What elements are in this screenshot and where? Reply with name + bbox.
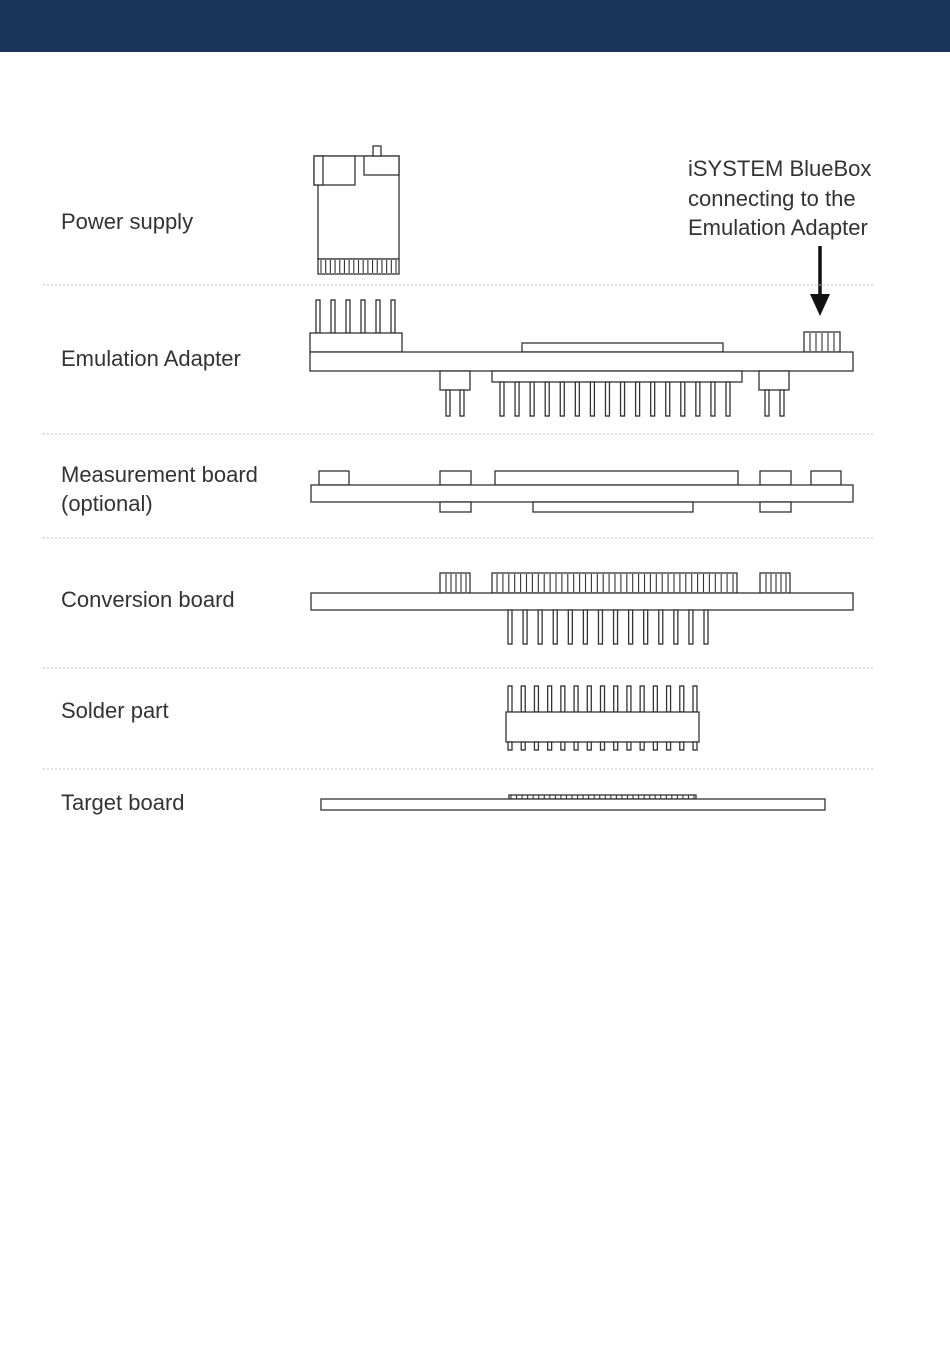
connector-pin xyxy=(548,742,552,750)
connector-pin xyxy=(644,610,648,644)
connector-pin xyxy=(508,610,512,644)
connector-pin xyxy=(583,610,587,644)
stack-diagram: Power supply Emulation Adapter Measureme… xyxy=(0,0,950,900)
connector-pin xyxy=(667,742,671,750)
label-conversion-board: Conversion board xyxy=(61,587,235,612)
connector-pin xyxy=(561,742,565,750)
connector-pin xyxy=(548,686,552,712)
connector-pin xyxy=(640,686,644,712)
connector-pin xyxy=(681,382,685,416)
annotation-line-3: Emulation Adapter xyxy=(688,215,868,240)
connector-pin xyxy=(521,742,525,750)
connector-pin xyxy=(765,390,769,416)
connector-pin xyxy=(523,610,527,644)
connector-pin xyxy=(627,686,631,712)
connector-pin xyxy=(621,382,625,416)
connector-pin xyxy=(460,390,464,416)
connector-pin xyxy=(446,390,450,416)
connector-pin xyxy=(780,390,784,416)
power-supply-drawing xyxy=(314,146,399,274)
connector-pin xyxy=(640,742,644,750)
target-board-drawing xyxy=(321,795,825,810)
connector-pin xyxy=(568,610,572,644)
connector-pin xyxy=(361,300,365,333)
connector-pin xyxy=(667,686,671,712)
connector-pin xyxy=(574,686,578,712)
connector-pin xyxy=(598,610,602,644)
connector-pin xyxy=(560,382,564,416)
connector-pin xyxy=(653,742,657,750)
connector-pin xyxy=(696,382,700,416)
connector-pin xyxy=(693,686,697,712)
connector-pin xyxy=(515,382,519,416)
connector-pin xyxy=(508,742,512,750)
connector-pin xyxy=(508,686,512,712)
label-target-board: Target board xyxy=(61,790,185,815)
connector-pin xyxy=(653,686,657,712)
connector-pin xyxy=(659,610,663,644)
connector-pin xyxy=(693,742,697,750)
connector-pin xyxy=(316,300,320,333)
arrow-down-icon xyxy=(810,246,830,316)
emulation-adapter-drawing xyxy=(310,300,853,416)
connector-pin xyxy=(629,610,633,644)
conversion-board-drawing xyxy=(311,573,853,644)
connector-pin xyxy=(680,686,684,712)
connector-pin xyxy=(534,742,538,750)
connector-pin xyxy=(614,686,618,712)
connector-pin xyxy=(534,686,538,712)
label-emulation-adapter: Emulation Adapter xyxy=(61,346,241,371)
connector-pin xyxy=(545,382,549,416)
connector-pin xyxy=(674,610,678,644)
annotation-line-2: connecting to the xyxy=(688,186,856,211)
connector-pin xyxy=(614,610,618,644)
measurement-board-drawing xyxy=(311,471,853,512)
connector-pin xyxy=(726,382,730,416)
connector-pin xyxy=(587,686,591,712)
label-power-supply: Power supply xyxy=(61,209,193,234)
connector-pin xyxy=(636,382,640,416)
connector-pin xyxy=(601,742,605,750)
connector-pin xyxy=(680,742,684,750)
connector-pin xyxy=(590,382,594,416)
connector-pin xyxy=(651,382,655,416)
connector-pin xyxy=(530,382,534,416)
annotation-line-1: iSYSTEM BlueBox xyxy=(688,156,871,181)
label-solder-part: Solder part xyxy=(61,698,169,723)
connector-pin xyxy=(574,742,578,750)
connector-pin xyxy=(561,686,565,712)
connector-pin xyxy=(711,382,715,416)
solder-part-drawing xyxy=(506,686,699,750)
connector-pin xyxy=(627,742,631,750)
connector-pin xyxy=(689,610,693,644)
connector-pin xyxy=(553,610,557,644)
connector-pin xyxy=(575,382,579,416)
connector-pin xyxy=(331,300,335,333)
connector-pin xyxy=(500,382,504,416)
label-measurement-optional: (optional) xyxy=(61,491,153,516)
connector-pin xyxy=(521,686,525,712)
connector-pin xyxy=(376,300,380,333)
connector-pin xyxy=(601,686,605,712)
connector-pin xyxy=(666,382,670,416)
connector-pin xyxy=(614,742,618,750)
label-measurement-board: Measurement board xyxy=(61,462,258,487)
connector-pin xyxy=(346,300,350,333)
connector-pin xyxy=(704,610,708,644)
connector-pin xyxy=(391,300,395,333)
connector-pin xyxy=(587,742,591,750)
connector-pin xyxy=(538,610,542,644)
connector-pin xyxy=(605,382,609,416)
